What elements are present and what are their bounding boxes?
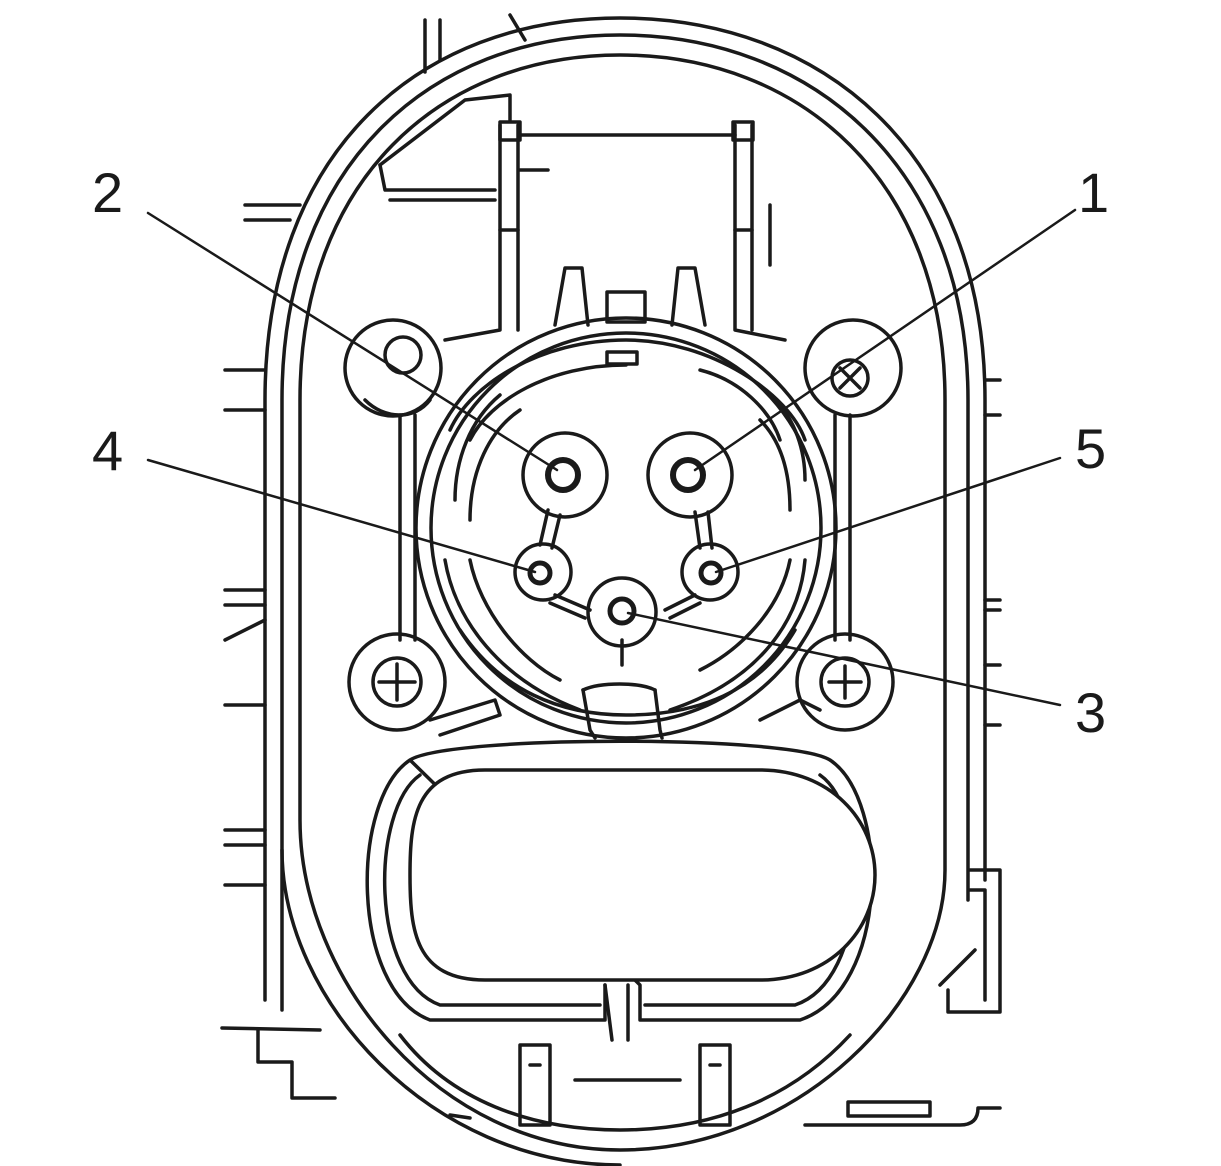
leader-line-1 [693,208,1077,472]
leader-line-2 [146,211,559,472]
terminal-pin-1 [646,431,734,550]
callout-4: 4 [92,419,123,482]
pin-terminals [513,431,740,648]
leader-line-3 [626,611,1062,707]
top-latch [378,93,787,342]
cable-exit [581,638,664,740]
leader-line-5 [714,456,1062,574]
callout-3: 3 [1075,681,1106,744]
terminal-pin-2 [521,431,609,550]
leader-line-4 [146,458,537,574]
terminal-pin-5 [663,542,740,620]
lower-clips [518,1043,732,1127]
terminal-pin-3 [586,576,658,648]
inner-opening [365,739,877,1132]
outer-seal [263,16,987,1166]
connector-body [414,316,838,740]
leader-lines [146,208,1077,707]
screw-bottom-right [795,632,895,732]
callout-1: 1 [1078,161,1109,224]
callout-2: 2 [92,161,123,224]
screw-bottom-left [347,632,447,732]
terminal-pin-4 [513,542,592,620]
callout-5: 5 [1075,417,1106,480]
screw-top-right [803,318,903,418]
callout-labels: 2 1 4 5 3 [92,161,1109,744]
housing-bracket [220,13,1002,1127]
